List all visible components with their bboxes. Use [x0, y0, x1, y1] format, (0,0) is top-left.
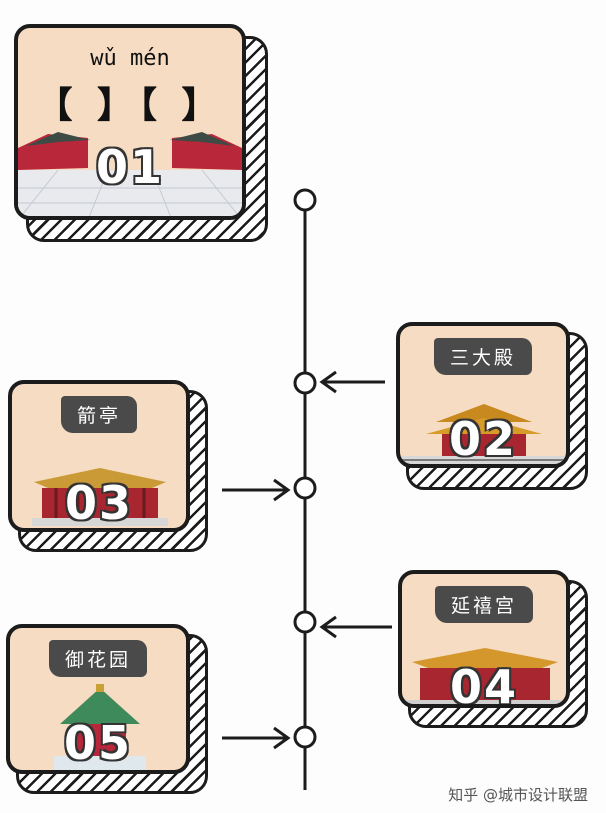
- card-03: 箭亭 03: [8, 380, 210, 554]
- imperial-garden-pavilion-illustration: [54, 684, 146, 770]
- timeline-node: [293, 371, 317, 395]
- meridian-gate-illustration: [18, 132, 242, 216]
- card-label: 御花园: [48, 640, 148, 677]
- card-label: 三大殿: [433, 338, 533, 375]
- card-04: 延禧宫 04: [398, 570, 590, 730]
- card-05: 御花园 05: [6, 624, 210, 796]
- pinyin-text: wǔ mén: [90, 46, 170, 71]
- card-01: wǔ mén 【 】【 】 01: [14, 24, 270, 246]
- timeline-node: [293, 610, 317, 634]
- arrow-from-03: [222, 478, 291, 502]
- yanxi-palace-illustration: [402, 648, 566, 704]
- timeline-node: [293, 188, 317, 212]
- pinyin-brackets: 【 】【 】: [36, 85, 224, 126]
- card-number: 05: [63, 716, 132, 770]
- timeline-node: [293, 476, 317, 500]
- watermark: 知乎 @城市设计联盟: [448, 786, 588, 804]
- card-number: 01: [95, 140, 164, 194]
- card-02: 三大殿 02: [396, 322, 590, 492]
- timeline-node: [293, 725, 317, 749]
- arrow-from-05: [222, 726, 291, 750]
- arrow-pavilion-illustration: [32, 468, 168, 526]
- card-label: 延禧宫: [434, 586, 534, 623]
- card-number: 02: [448, 412, 517, 466]
- card-number: 04: [449, 660, 518, 708]
- card-number: 03: [64, 476, 133, 530]
- arrow-to-04: [319, 615, 392, 639]
- arrow-to-02: [319, 370, 385, 394]
- hall-illustration: [400, 404, 566, 464]
- card-label: 箭亭: [60, 396, 138, 433]
